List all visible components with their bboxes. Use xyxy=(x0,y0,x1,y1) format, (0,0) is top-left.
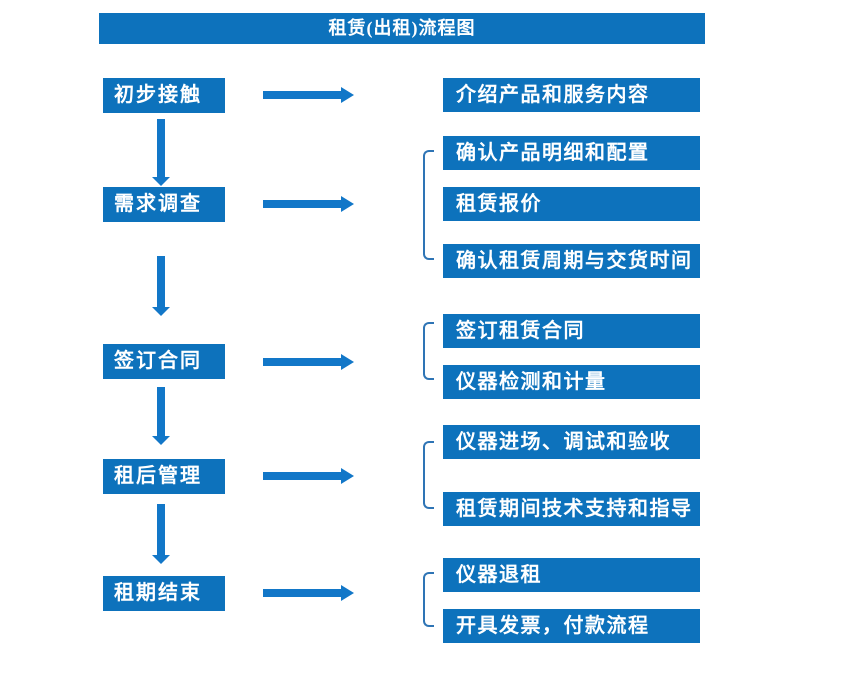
detail-box: 租赁报价 xyxy=(443,187,700,221)
detail-box: 仪器退租 xyxy=(443,558,700,592)
step-box-initial-contact: 初步接触 xyxy=(103,78,225,113)
detail-box: 仪器进场、调试和验收 xyxy=(443,425,700,459)
arrow-right-icon xyxy=(263,585,354,601)
detail-box: 仪器检测和计量 xyxy=(443,365,700,399)
arrow-down-icon xyxy=(152,119,170,186)
arrow-head xyxy=(341,354,354,370)
arrow-right-icon xyxy=(263,196,354,212)
detail-box: 介绍产品和服务内容 xyxy=(443,78,700,112)
arrow-stem xyxy=(157,119,165,178)
arrow-stem xyxy=(263,91,342,99)
arrow-stem xyxy=(263,472,342,480)
arrow-stem xyxy=(157,504,165,556)
step-box-rental-end: 租期结束 xyxy=(103,576,225,611)
arrow-stem xyxy=(263,200,342,208)
arrow-down-icon xyxy=(152,387,170,445)
group-bracket xyxy=(423,322,434,380)
arrow-head xyxy=(341,87,354,103)
arrow-down-icon xyxy=(152,504,170,564)
detail-box: 确认产品明细和配置 xyxy=(443,136,700,170)
arrow-stem xyxy=(157,387,165,437)
group-bracket xyxy=(423,150,434,260)
detail-box: 租赁期间技术支持和指导 xyxy=(443,492,700,526)
flowchart-title: 租赁(出租)流程图 xyxy=(99,13,705,44)
arrow-stem xyxy=(157,256,165,308)
step-box-demand-survey: 需求调查 xyxy=(103,187,225,222)
arrow-right-icon xyxy=(263,354,354,370)
arrow-head xyxy=(341,585,354,601)
detail-box: 签订租赁合同 xyxy=(443,314,700,348)
step-box-post-rental: 租后管理 xyxy=(103,459,225,494)
group-bracket xyxy=(423,441,434,509)
arrow-right-icon xyxy=(263,468,354,484)
detail-box: 开具发票，付款流程 xyxy=(443,609,700,643)
arrow-stem xyxy=(263,358,342,366)
arrow-head xyxy=(341,196,354,212)
arrow-head xyxy=(152,177,170,186)
arrow-head xyxy=(152,555,170,564)
arrow-down-icon xyxy=(152,256,170,316)
arrow-stem xyxy=(263,589,342,597)
detail-box: 确认租赁周期与交货时间 xyxy=(443,244,700,278)
arrow-head xyxy=(152,307,170,316)
arrow-head xyxy=(341,468,354,484)
step-box-sign-contract: 签订合同 xyxy=(103,344,225,379)
group-bracket xyxy=(423,572,434,627)
arrow-head xyxy=(152,436,170,445)
arrow-right-icon xyxy=(263,87,354,103)
